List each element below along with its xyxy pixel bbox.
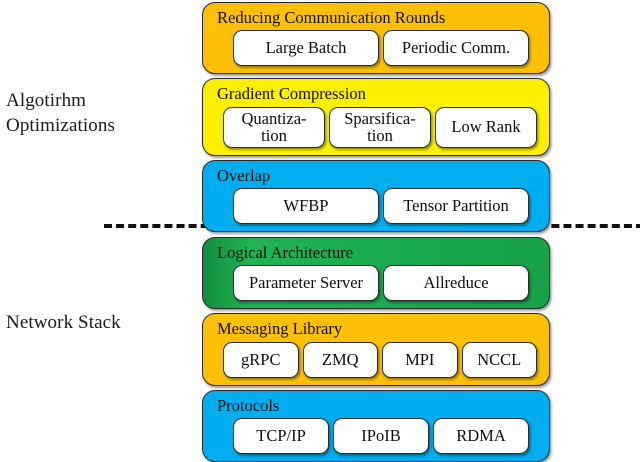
cell-label: WFBP	[283, 195, 329, 215]
band-title: Overlap	[217, 165, 271, 185]
cell-label-line-1: Quantiza-	[241, 108, 307, 128]
band-cell-row: WFBP Tensor Partition	[211, 188, 541, 225]
band-cell-row: Large Batch Periodic Comm.	[211, 30, 541, 67]
band-title: Messaging Library	[217, 319, 343, 339]
cell-allreduce[interactable]: Allreduce	[383, 265, 529, 302]
cell-quantization[interactable]: Quantiza- tion	[223, 106, 325, 148]
cell-parameter-server[interactable]: Parameter Server	[233, 265, 379, 302]
cell-label: gRPC	[241, 349, 281, 369]
band-title: Protocols	[217, 395, 280, 415]
band-cell-row: gRPC ZMQ MPI NCCL	[211, 341, 541, 378]
cell-zmq[interactable]: ZMQ	[302, 341, 378, 378]
cell-label: Tensor Partition	[403, 195, 509, 215]
cell-sparsification[interactable]: Sparsifica- tion	[329, 106, 431, 148]
band-title: Reducing Communication Rounds	[217, 8, 446, 27]
cell-label: Allreduce	[423, 273, 489, 293]
cell-wfbp[interactable]: WFBP	[233, 188, 379, 225]
band-title: Logical Architecture	[217, 243, 354, 262]
cell-periodic-comm[interactable]: Periodic Comm.	[383, 30, 529, 67]
band-cell-row: TCP/IP IPoIB RDMA	[211, 418, 541, 455]
band-messaging-library: Messaging Library gRPC ZMQ MPI NCCL	[202, 313, 550, 386]
band-overlap: Overlap WFBP Tensor Partition	[202, 159, 550, 233]
cell-rdma[interactable]: RDMA	[433, 418, 529, 455]
band-reducing-communication-rounds: Reducing Communication Rounds Large Batc…	[202, 2, 550, 75]
cell-tcp-ip[interactable]: TCP/IP	[233, 418, 329, 455]
cell-label-line-2: tion	[367, 126, 393, 146]
cell-label: Parameter Server	[248, 273, 364, 293]
section-label-line-1: Algotirhm	[6, 90, 87, 111]
cell-label: IPoIB	[361, 426, 401, 446]
cell-label: MPI	[405, 349, 435, 369]
cell-label: TCP/IP	[256, 426, 306, 446]
stack-algorithm-optimizations: Reducing Communication Rounds Large Batc…	[202, 2, 550, 233]
band-logical-architecture: Logical Architecture Parameter Server Al…	[202, 237, 550, 310]
cell-tensor-partition[interactable]: Tensor Partition	[383, 188, 529, 225]
section-label-network-stack: Network Stack	[6, 310, 196, 335]
cell-mpi[interactable]: MPI	[382, 341, 458, 378]
section-label-line-1: Network Stack	[6, 312, 121, 333]
stack-network-stack: Logical Architecture Parameter Server Al…	[202, 237, 550, 462]
cell-label: Large Batch	[265, 38, 347, 58]
band-protocols: Protocols TCP/IP IPoIB RDMA	[202, 389, 550, 462]
band-cell-row: Parameter Server Allreduce	[211, 265, 541, 302]
cell-label: RDMA	[456, 426, 506, 446]
cell-label: NCCL	[477, 349, 522, 369]
section-label-line-2: Optimizations	[6, 115, 115, 137]
band-gradient-compression: Gradient Compression Quantiza- tion Spar…	[202, 78, 550, 156]
cell-nccl[interactable]: NCCL	[461, 341, 537, 378]
cell-ipoib[interactable]: IPoIB	[333, 418, 429, 455]
cell-label-line-1: Sparsifica-	[344, 108, 416, 128]
cell-low-rank[interactable]: Low Rank	[435, 106, 537, 148]
cell-label: Low Rank	[451, 117, 521, 137]
band-cell-row: Quantiza- tion Sparsifica- tion Low Rank	[211, 106, 541, 148]
cell-grpc[interactable]: gRPC	[223, 341, 299, 378]
band-title: Gradient Compression	[217, 84, 366, 104]
cell-label: Periodic Comm.	[401, 38, 511, 58]
cell-label-line-2: tion	[261, 126, 287, 146]
section-label-algorithm-optimizations: Algotirhm Optimizations	[6, 88, 196, 138]
cell-label: ZMQ	[321, 349, 359, 369]
cell-large-batch[interactable]: Large Batch	[233, 30, 379, 67]
